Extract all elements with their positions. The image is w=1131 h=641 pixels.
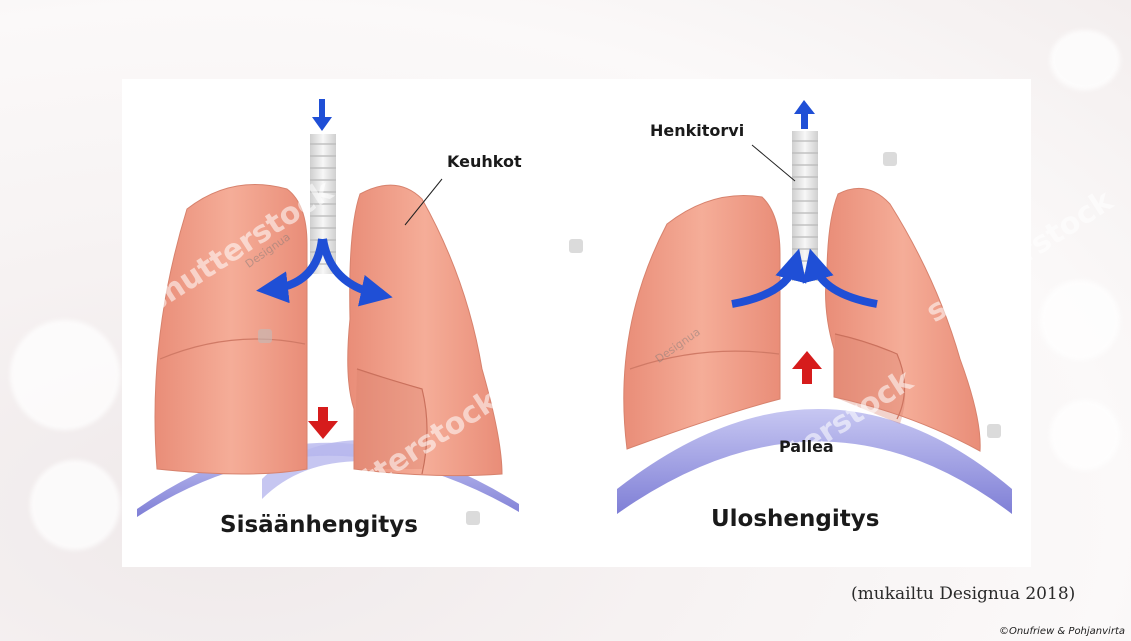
background-blossom <box>10 320 120 430</box>
source-caption: (mukailtu Designua 2018) <box>851 584 1075 604</box>
air-out-arrow <box>794 100 815 114</box>
background-blossom <box>1050 400 1120 470</box>
watermark-icon <box>987 424 1001 438</box>
air-in-arrow <box>312 117 332 131</box>
left-lung-inhale <box>155 185 307 475</box>
background-blossom <box>30 460 120 550</box>
breathing-diagram: shutterstock shutterstock shutterstock s… <box>122 79 1031 567</box>
leader-line-trachea <box>752 145 795 181</box>
watermark-icon <box>883 152 897 166</box>
background-blossom <box>1050 30 1120 90</box>
panel-title-exhalation: Uloshengitys <box>711 506 879 532</box>
diaphragm-up-arrow <box>792 351 822 369</box>
label-trachea: Henkitorvi <box>650 121 744 140</box>
label-diaphragm: Pallea <box>779 437 834 456</box>
background-blossom <box>1040 280 1120 360</box>
copyright-text: ©Onufriew & Pohjanvirta <box>999 626 1125 637</box>
label-lungs: Keuhkot <box>447 152 522 171</box>
diaphragm-down-arrow <box>308 421 338 439</box>
left-lung-exhale <box>624 196 780 449</box>
watermark-icon <box>569 239 583 253</box>
watermark-icon <box>258 329 272 343</box>
panel-title-inhalation: Sisäänhengitys <box>220 512 418 538</box>
watermark-icon <box>466 511 480 525</box>
